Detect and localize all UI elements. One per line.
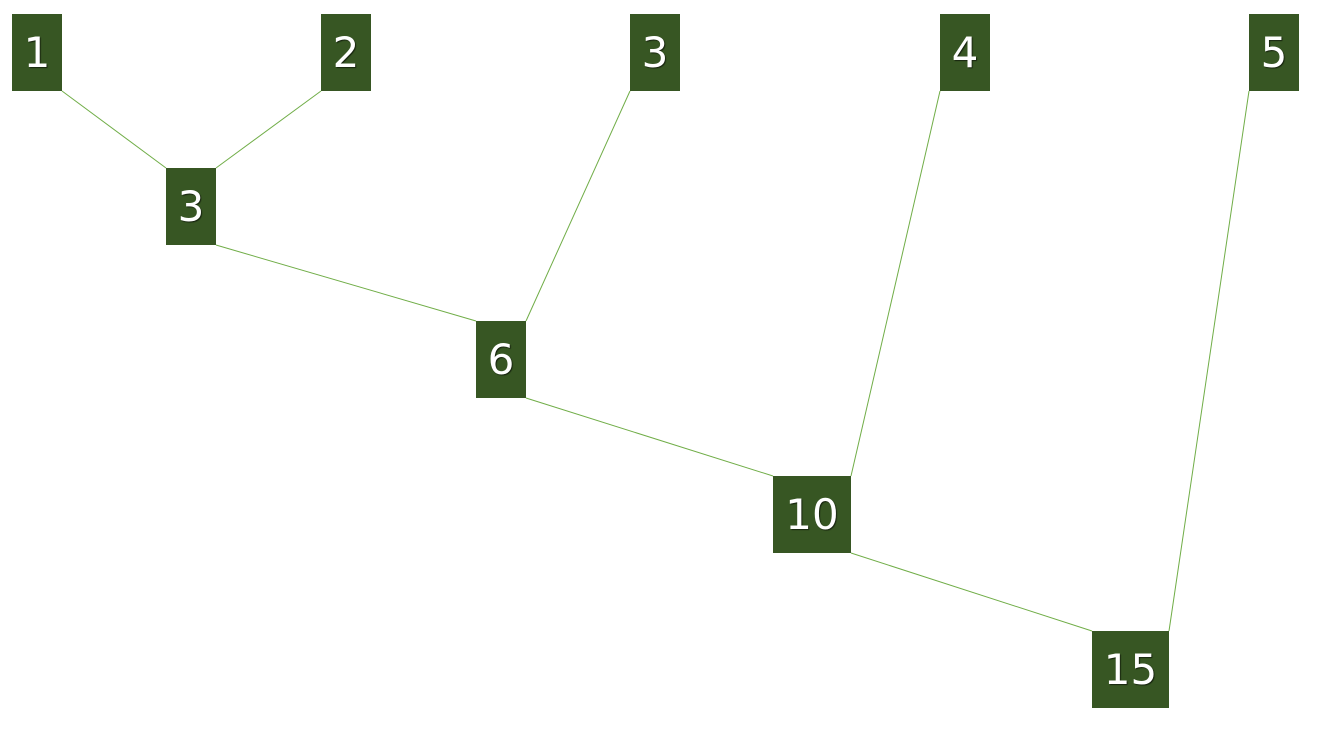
- sum-node-3: 3: [166, 168, 216, 245]
- leaf-node-3: 3: [630, 14, 680, 91]
- edge-leaf3-to-6: [525, 90, 631, 322]
- edge-10-to-15: [850, 552, 1093, 632]
- sum-node-10: 10: [773, 476, 851, 553]
- leaf-node-1: 1: [12, 14, 62, 91]
- sum-node-15: 15: [1092, 631, 1169, 708]
- edge-4-to-10: [850, 90, 941, 477]
- edge-6-to-10: [525, 397, 774, 477]
- leaf-node-5: 5: [1249, 14, 1299, 91]
- edge-5-to-15: [1168, 90, 1250, 632]
- edge-2-to-3: [215, 90, 322, 169]
- edge-3-to-6: [215, 244, 477, 322]
- leaf-node-2: 2: [321, 14, 371, 91]
- edge-1-to-3: [61, 90, 167, 169]
- leaf-node-4: 4: [940, 14, 990, 91]
- sum-node-6: 6: [476, 321, 526, 398]
